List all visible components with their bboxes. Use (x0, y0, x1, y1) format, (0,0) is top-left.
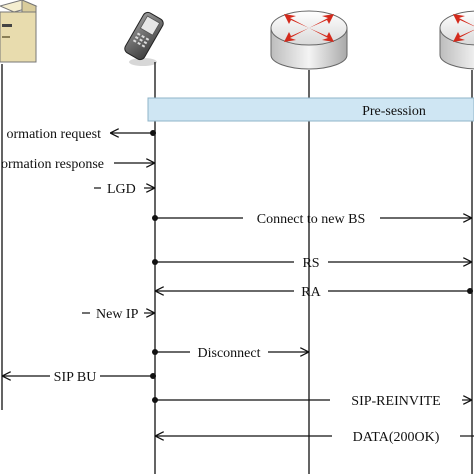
mobile-phone-icon (124, 11, 164, 66)
label-new-ip: New IP (96, 307, 139, 322)
label-data-200ok: DATA(200OK) (353, 430, 440, 445)
router-icon (270, 10, 348, 70)
label-connect: Connect to new BS (257, 212, 366, 227)
label-disconnect: Disconnect (198, 346, 261, 361)
label-sip-bu: SIP BU (54, 370, 97, 385)
presession-bar (147, 97, 474, 122)
label-info-request: ormation request (7, 127, 102, 142)
server-icon (0, 0, 38, 63)
label-sip-reinvite: SIP-REINVITE (351, 394, 440, 409)
label-lgd: LGD (107, 182, 136, 197)
label-rs: RS (302, 256, 319, 271)
router-icon-partial (439, 10, 474, 70)
presession-label: Pre-session (362, 104, 426, 119)
dot-ra (467, 288, 473, 294)
label-ra: RA (301, 285, 321, 300)
label-info-response: ormation response (1, 157, 104, 172)
dot-info-request (150, 130, 156, 136)
dot-sip-bu (150, 373, 156, 379)
